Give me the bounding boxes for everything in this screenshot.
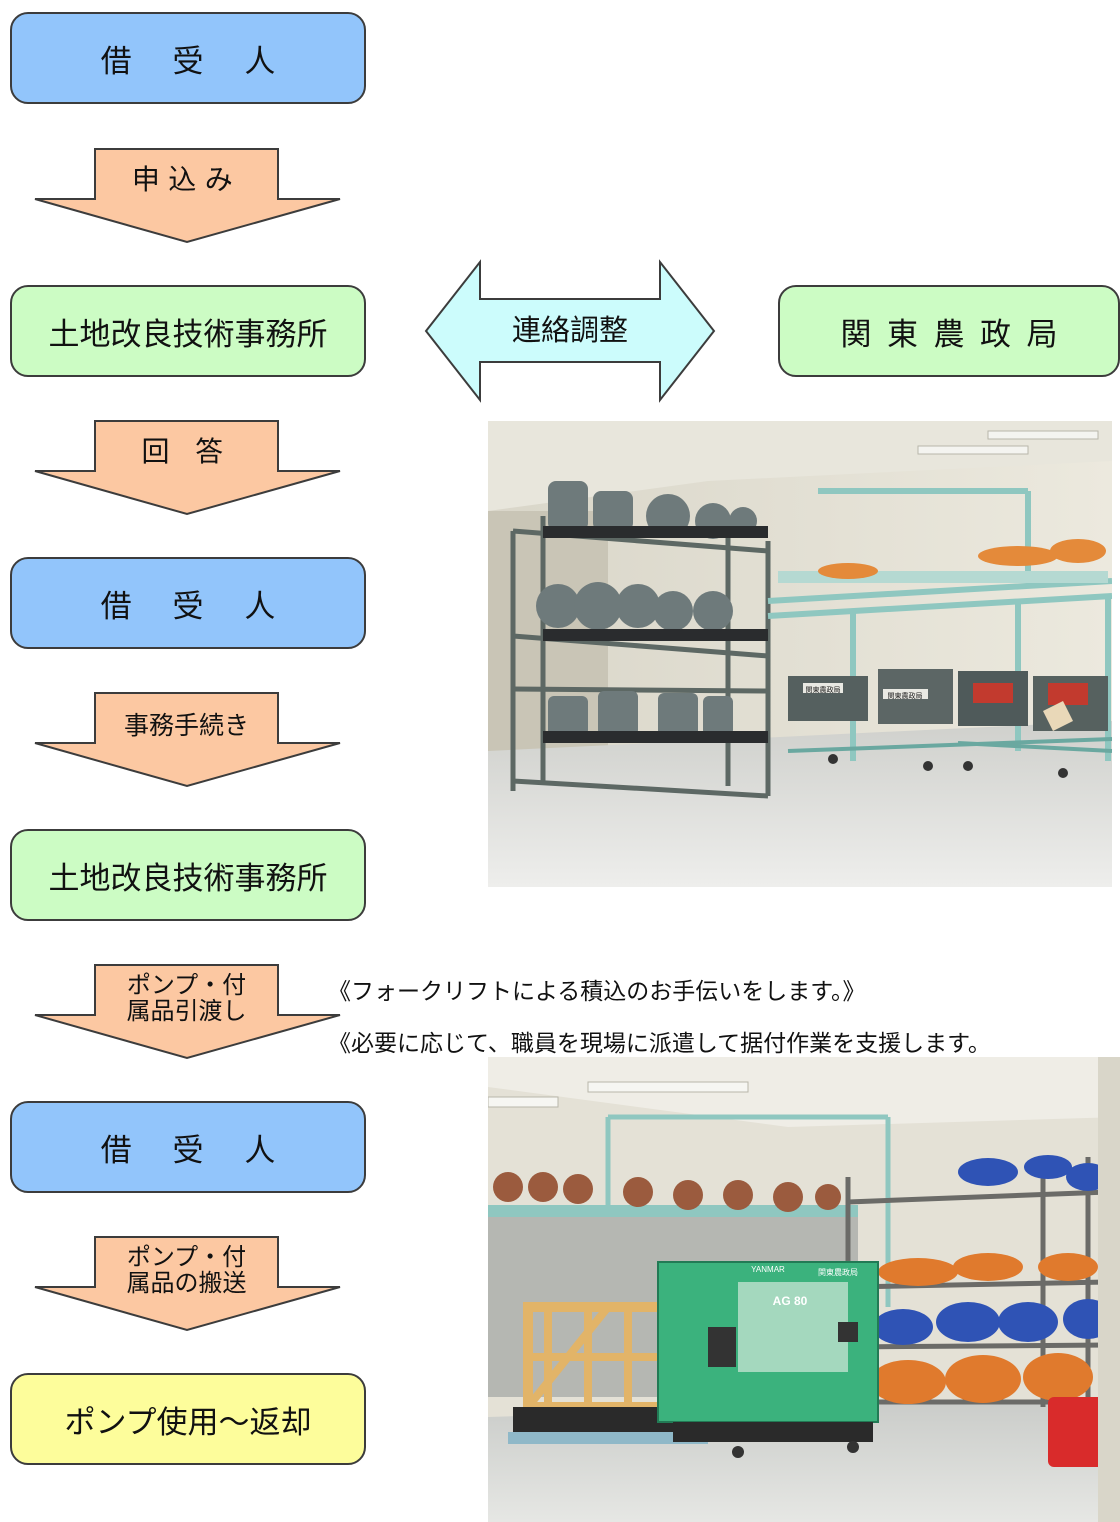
arrow-paperwork-label: 事務手続き (123, 711, 249, 741)
arrow-handover-shape (34, 964, 341, 1060)
arrow-reply-shape (34, 420, 341, 516)
staff-support-note: 《必要に応じて、職員を現場に派遣して据付作業を支援します。 (328, 1031, 991, 1057)
borrower-box-1: 借 受 人 (10, 12, 366, 104)
arrow-reply-label: 回 答 (141, 434, 232, 468)
office-box-2: 土地改良技術事務所 (10, 829, 366, 921)
kanto-bureau-box: 関東農政局 (778, 285, 1120, 377)
photo2-generator-model: AG 80 (773, 1294, 808, 1308)
forklift-note: 《フォークリフトによる積込のお手伝いをします。》 (328, 979, 866, 1005)
photo1-sign-2: 関東農政局 (888, 691, 923, 700)
borrower-box-2: 借 受 人 (10, 557, 366, 649)
photo2-generator-brand: YANMAR (751, 1265, 785, 1274)
arrow-transport-label: ポンプ・付 属品の搬送 (126, 1242, 247, 1297)
generator-warehouse-photo: AG 80 YANMAR 関東農政局 (488, 1057, 1120, 1522)
arrow-handover-label: ポンプ・付 属品引渡し (126, 970, 247, 1025)
arrow-apply-label: 申込み (131, 162, 242, 196)
pump-warehouse-photo: 関東農政局 関東農政局 (488, 421, 1112, 887)
office-box-1: 土地改良技術事務所 (10, 285, 366, 377)
coordination-double-arrow-shape (424, 259, 716, 403)
arrow-paperwork-shape (34, 692, 341, 788)
coordination-label: 連絡調整 (511, 313, 628, 348)
use-and-return-box: ポンプ使用〜返却 (10, 1373, 366, 1465)
arrow-apply-shape (34, 148, 341, 244)
arrow-transport-shape (34, 1236, 341, 1332)
photo1-sign-1: 関東農政局 (806, 685, 841, 694)
borrower-box-3: 借 受 人 (10, 1101, 366, 1193)
photo2-generator-owner: 関東農政局 (818, 1267, 858, 1277)
